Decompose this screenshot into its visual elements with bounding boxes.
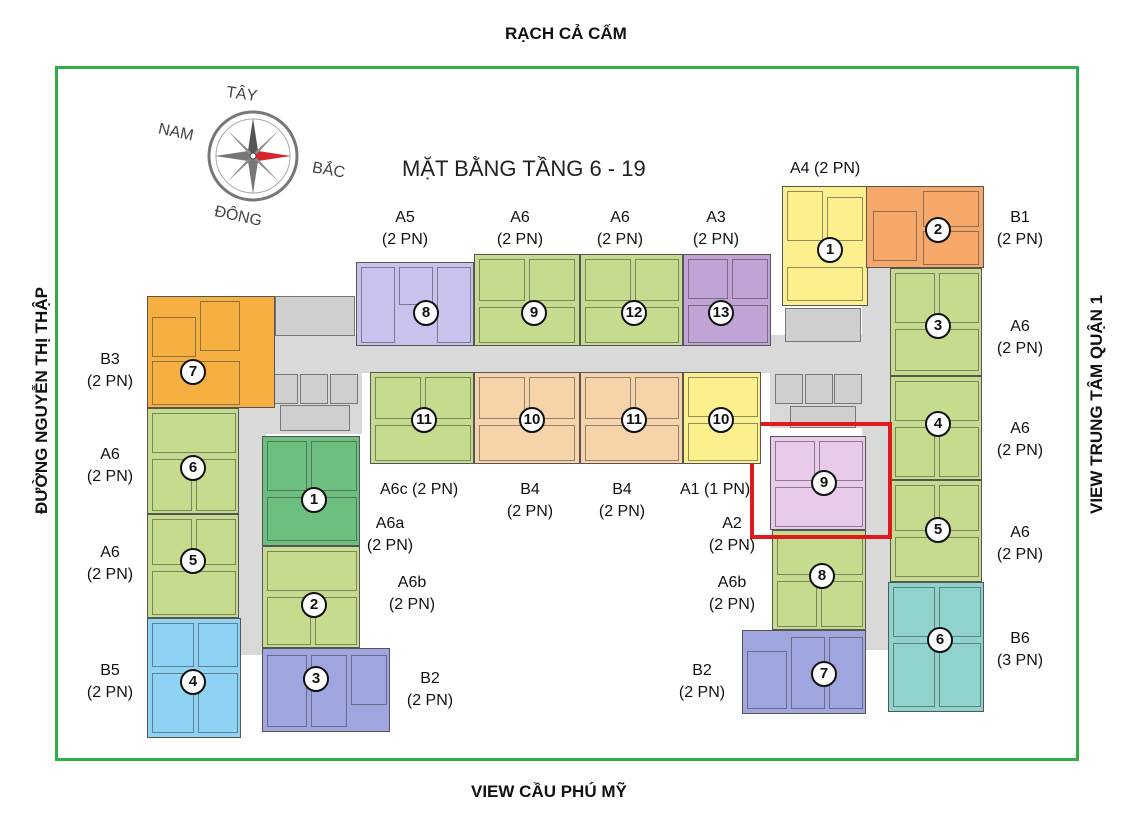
- unit-number: 12: [621, 300, 647, 326]
- lift: [834, 374, 862, 404]
- unit-number: 6: [180, 455, 206, 481]
- unit-label-a6-3: A6(2 PN): [996, 318, 1044, 357]
- unit-number: 6: [927, 627, 953, 653]
- unit-number: 8: [809, 563, 835, 589]
- lift: [775, 374, 803, 404]
- unit-a4-1[interactable]: 1: [782, 186, 868, 306]
- unit-label-b3: B3(2 PN): [86, 351, 134, 390]
- unit-label-a6c: A6c (2 PN): [380, 481, 459, 498]
- unit-number: 8: [413, 300, 439, 326]
- unit-a2-9[interactable]: 9: [770, 436, 866, 530]
- unit-a6a-1[interactable]: 1: [262, 436, 360, 546]
- unit-label-a6b-right: A6b(2 PN): [708, 574, 756, 613]
- unit-label-a2: A2(2 PN): [708, 515, 756, 554]
- lift: [330, 374, 358, 404]
- unit-number: 7: [811, 661, 837, 687]
- unit-label-a6-5: A6(2 PN): [996, 524, 1044, 563]
- unit-number: 1: [817, 237, 843, 263]
- unit-a6b-2[interactable]: 2: [262, 546, 360, 648]
- unit-number: 10: [708, 407, 734, 433]
- unit-label-a6-4: A6(2 PN): [996, 420, 1044, 459]
- lift: [805, 374, 833, 404]
- stair-core-left: [275, 296, 355, 336]
- unit-a6c-11[interactable]: 11: [370, 372, 474, 464]
- unit-label-a6-9: A6(2 PN): [496, 209, 544, 248]
- unit-label-b4-10: B4(2 PN): [506, 481, 554, 520]
- edge-label-top: RẠCH CẢ CẤM: [505, 24, 627, 43]
- unit-number: 1: [301, 487, 327, 513]
- unit-label-a6-6: A6(2 PN): [86, 446, 134, 485]
- floor-plan-title: MẶT BẰNG TẦNG 6 - 19: [402, 156, 646, 181]
- unit-a1-10[interactable]: 10: [683, 372, 761, 464]
- unit-a5-8[interactable]: 8: [356, 262, 474, 346]
- unit-number: 11: [411, 407, 437, 433]
- site-frame: [55, 66, 1079, 761]
- unit-a6-3[interactable]: 3: [890, 268, 982, 376]
- unit-a3-13[interactable]: 13: [683, 254, 771, 346]
- unit-a6-6[interactable]: 6: [147, 408, 239, 514]
- unit-b1-2[interactable]: 2: [866, 186, 984, 268]
- unit-b4-11[interactable]: 11: [580, 372, 683, 464]
- compass-rose-icon: [205, 108, 301, 204]
- unit-b3-7[interactable]: 7: [147, 296, 275, 408]
- stair-core-left-lower: [280, 405, 350, 431]
- unit-number: 3: [303, 666, 329, 692]
- unit-label-a6b-left: A6b(2 PN): [388, 574, 436, 613]
- unit-b4-10[interactable]: 10: [474, 372, 580, 464]
- unit-number: 2: [301, 592, 327, 618]
- edge-label-left: ĐƯỜNG NGUYỄN THỊ THẬP: [32, 287, 51, 514]
- unit-label-b4-11: B4(2 PN): [598, 481, 646, 520]
- unit-number: 3: [925, 313, 951, 339]
- unit-label-a4: A4 (2 PN): [790, 160, 861, 177]
- unit-label-a3: A3(2 PN): [692, 209, 740, 248]
- unit-b5-4[interactable]: 4: [147, 618, 241, 738]
- unit-number: 9: [811, 470, 837, 496]
- unit-number: 10: [519, 407, 545, 433]
- unit-number: 4: [180, 669, 206, 695]
- unit-b2-7[interactable]: 7: [742, 630, 866, 714]
- unit-label-b2-left: B2(2 PN): [406, 670, 454, 709]
- unit-b2-3[interactable]: 3: [262, 648, 390, 732]
- unit-number: 9: [521, 300, 547, 326]
- unit-label-a1: A1 (1 PN): [680, 481, 751, 498]
- unit-a6-4[interactable]: 4: [890, 376, 982, 480]
- unit-a6-9[interactable]: 9: [474, 254, 580, 346]
- unit-number: 5: [180, 548, 206, 574]
- unit-a6b-8[interactable]: 8: [772, 530, 866, 630]
- unit-label-a6-5-left: A6(2 PN): [86, 544, 134, 583]
- corridor-right: [862, 250, 890, 650]
- unit-a6-5[interactable]: 5: [147, 514, 239, 618]
- unit-label-a6a: A6a(2 PN): [366, 515, 414, 554]
- unit-number: 2: [925, 217, 951, 243]
- unit-label-b6: B6(3 PN): [996, 630, 1044, 669]
- unit-label-b5: B5(2 PN): [86, 662, 134, 701]
- unit-number: 4: [925, 411, 951, 437]
- unit-number: 5: [925, 517, 951, 543]
- edge-label-bottom: VIEW CẦU PHÚ MỸ: [471, 782, 627, 801]
- lift: [300, 374, 328, 404]
- unit-b6-6[interactable]: 6: [888, 582, 984, 712]
- selected-unit-highlight: [750, 422, 892, 539]
- unit-label-a6-12: A6(2 PN): [596, 209, 644, 248]
- unit-label-a5: A5(2 PN): [381, 209, 429, 248]
- unit-label-b1: B1(2 PN): [996, 209, 1044, 248]
- unit-number: 7: [180, 359, 206, 385]
- unit-a6-5[interactable]: 5: [890, 480, 982, 582]
- unit-label-b2-right: B2(2 PN): [678, 662, 726, 701]
- unit-number: 11: [621, 407, 647, 433]
- stair-core-right: [785, 308, 861, 342]
- unit-a6-12[interactable]: 12: [580, 254, 683, 346]
- edge-label-right: VIEW TRUNG TÂM QUẬN 1: [1087, 294, 1106, 514]
- unit-number: 13: [708, 300, 734, 326]
